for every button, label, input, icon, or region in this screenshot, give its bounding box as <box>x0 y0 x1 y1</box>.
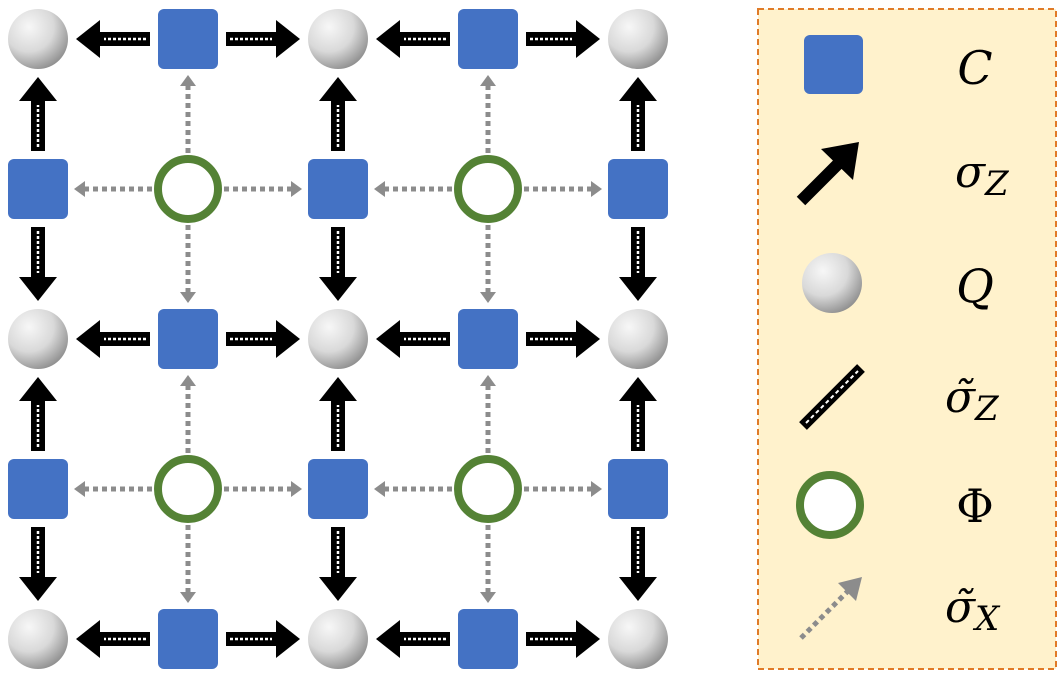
sigma-z-arrow <box>376 620 450 658</box>
c-square <box>158 609 218 669</box>
sigma-z-arrow <box>76 320 150 358</box>
q-sphere <box>308 309 368 369</box>
c-square <box>458 609 518 669</box>
sigma-z-arrow <box>619 77 657 151</box>
legend-label-phi: Φ <box>956 479 994 533</box>
sigma-z-arrow <box>526 20 600 58</box>
sigma-tilde-x-arrow <box>224 481 302 497</box>
legend-gray-dotted-arrow-icon <box>799 577 862 640</box>
sigma-z-arrow <box>319 377 357 451</box>
c-square <box>308 159 368 219</box>
sigma-tilde-x-arrow <box>180 525 196 603</box>
sigma-z-arrow <box>226 320 300 358</box>
q-sphere <box>608 9 668 69</box>
q-sphere <box>308 9 368 69</box>
lattice-grid <box>8 9 668 669</box>
legend-label-sigma-z: σZ <box>955 147 1010 204</box>
phi-ring <box>154 455 222 523</box>
sigma-tilde-x-arrow <box>74 181 152 197</box>
legend-dotted-solid-arrow-icon <box>799 364 865 430</box>
c-square <box>458 309 518 369</box>
sigma-z-arrow <box>376 320 450 358</box>
legend-square-icon <box>804 35 863 94</box>
sigma-z-arrow <box>76 20 150 58</box>
sigma-z-arrow <box>526 620 600 658</box>
sigma-z-arrow <box>19 527 57 601</box>
sigma-tilde-x-arrow <box>480 75 496 153</box>
sigma-z-arrow <box>319 227 357 301</box>
sigma-tilde-x-arrow <box>374 481 452 497</box>
legend-sphere-icon <box>802 253 862 313</box>
sigma-z-arrow <box>376 20 450 58</box>
sigma-tilde-x-arrow <box>480 225 496 303</box>
sigma-tilde-x-arrow <box>224 181 302 197</box>
legend-label-q: Q <box>956 259 994 313</box>
c-square <box>308 459 368 519</box>
c-square <box>158 309 218 369</box>
sigma-tilde-x-arrow <box>74 481 152 497</box>
sigma-z-arrow <box>19 77 57 151</box>
legend-box <box>757 8 1057 670</box>
q-sphere <box>608 609 668 669</box>
c-square <box>8 159 68 219</box>
legend-label-sigma-tilde-z: σ̃Z <box>945 372 1000 429</box>
c-square <box>608 159 668 219</box>
q-sphere <box>308 609 368 669</box>
q-sphere <box>8 9 68 69</box>
sigma-tilde-x-arrow <box>524 181 602 197</box>
sigma-z-arrow <box>619 527 657 601</box>
c-square <box>608 459 668 519</box>
legend-label-c: C <box>957 41 992 95</box>
sigma-z-arrow <box>226 20 300 58</box>
sigma-tilde-x-arrow <box>180 375 196 453</box>
sigma-tilde-x-arrow <box>480 525 496 603</box>
c-square <box>158 9 218 69</box>
sigma-z-arrow <box>319 527 357 601</box>
legend: C σZ Q σ̃Z Φ σ̃X <box>757 8 1057 670</box>
sigma-z-arrow <box>19 227 57 301</box>
sigma-tilde-x-arrow <box>374 181 452 197</box>
sigma-tilde-x-arrow <box>180 75 196 153</box>
sigma-tilde-x-arrow <box>480 375 496 453</box>
sigma-z-arrow <box>19 377 57 451</box>
legend-label-sigma-tilde-x: σ̃X <box>945 582 1001 639</box>
legend-ring-icon <box>796 471 864 539</box>
phi-ring <box>454 455 522 523</box>
q-sphere <box>608 309 668 369</box>
sigma-z-arrow <box>619 227 657 301</box>
sigma-z-arrow <box>319 77 357 151</box>
sigma-tilde-x-arrow <box>524 481 602 497</box>
c-square <box>8 459 68 519</box>
legend-solid-arrow-icon <box>796 142 859 206</box>
sigma-z-arrow <box>226 620 300 658</box>
q-sphere <box>8 609 68 669</box>
sigma-tilde-x-arrow <box>180 225 196 303</box>
phi-ring <box>154 155 222 223</box>
sigma-z-arrow <box>526 320 600 358</box>
sigma-z-arrow <box>76 620 150 658</box>
phi-ring <box>454 155 522 223</box>
c-square <box>458 9 518 69</box>
sigma-z-arrow <box>619 377 657 451</box>
q-sphere <box>8 309 68 369</box>
